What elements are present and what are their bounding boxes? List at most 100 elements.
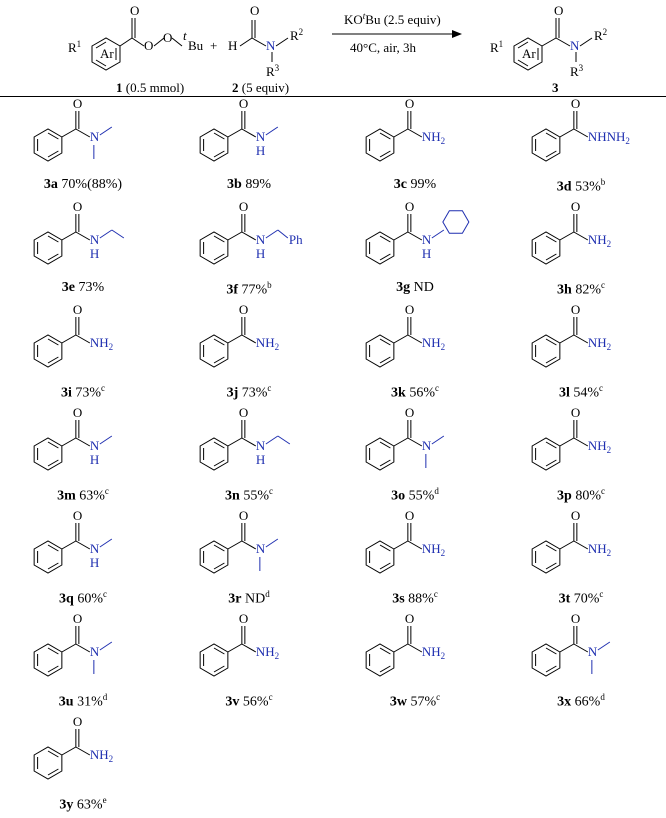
carbonyl-o: O xyxy=(405,406,414,420)
nitrogen-label: N xyxy=(422,232,432,247)
o-atom: O xyxy=(144,38,153,53)
compound-id: 3e xyxy=(61,280,76,295)
compound-id: 3t xyxy=(558,591,571,607)
structure-3b: ONH xyxy=(199,97,279,162)
carbonyl-o: O xyxy=(239,97,248,111)
compound-label: 3s 88%c xyxy=(332,589,498,608)
footnote-marker: c xyxy=(434,383,439,393)
compound-yield: 56% xyxy=(405,385,435,401)
carbonyl-o: O xyxy=(73,97,82,111)
structure-3u: ON xyxy=(33,612,113,677)
footnote-marker: c xyxy=(599,383,604,393)
nitrogen-label: N xyxy=(90,541,100,556)
amine-label: NH2 xyxy=(588,438,611,455)
compound-id: 3d xyxy=(556,179,572,195)
carbonyl-o: O xyxy=(239,406,248,420)
compound-label: 3i 73%c xyxy=(0,383,166,402)
compound-yield: ND xyxy=(241,591,266,607)
compound-id: 3y xyxy=(59,797,74,813)
r1-label: R1 xyxy=(68,39,81,55)
n-atom: N xyxy=(570,38,580,53)
compound-label: 3o 55%d xyxy=(332,486,498,505)
compound-yield: 73% xyxy=(71,385,102,401)
nitrogen-label: N xyxy=(90,232,100,247)
amine-label: NH2 xyxy=(422,129,445,146)
structure-3x: ON xyxy=(531,612,611,677)
compound-yield: 57% xyxy=(406,694,437,710)
carbonyl-o: O xyxy=(73,715,82,729)
carbonyl-o: O xyxy=(239,303,248,317)
phenyl-label: Ph xyxy=(289,232,303,247)
footnote-marker: c xyxy=(101,383,106,393)
r2-label: R2 xyxy=(594,27,607,43)
compound-yield: 73% xyxy=(238,385,268,401)
compound-label: 3b 89% xyxy=(166,177,332,193)
compound-id: 3q xyxy=(59,591,74,607)
compound-id: 3h xyxy=(557,282,572,298)
o-atom: O xyxy=(554,3,563,18)
h-atom: H xyxy=(228,38,237,53)
compound-yield: 56% xyxy=(239,694,269,710)
compound-label: 3q 60%c xyxy=(0,589,166,608)
nitrogen-label: N xyxy=(256,541,266,556)
compound-label: 3r NDd xyxy=(166,589,332,608)
nitrogen-label: N xyxy=(422,438,432,453)
compound-3o: O N 3o 55%d xyxy=(332,406,498,509)
carbonyl-o: O xyxy=(405,509,414,523)
nitrogen-label: N xyxy=(256,438,266,453)
substrate-1-caption: 1 (0.5 mmol) xyxy=(116,80,184,95)
carbonyl-o: O xyxy=(73,303,82,317)
compound-id: 3a xyxy=(43,177,58,192)
compound-label: 3n 55%c xyxy=(166,486,332,505)
amine-label: NH2 xyxy=(422,644,445,661)
product-caption: 3 xyxy=(552,80,559,95)
compound-label: 3v 56%c xyxy=(166,692,332,711)
footnote-marker: c xyxy=(268,692,273,702)
carbonyl-o: O xyxy=(405,97,414,111)
reaction-scheme: O O O t Bu Ar R1 + H O N R2 R3 KOtBu (2.… xyxy=(68,3,607,95)
carbonyl-o: O xyxy=(571,509,580,523)
nh-h-label: H xyxy=(90,555,99,570)
compound-id: 3n xyxy=(225,488,240,504)
nitrogen-label: N xyxy=(90,438,100,453)
compound-yield: 63% xyxy=(73,797,103,813)
amine-label: NH2 xyxy=(90,747,113,764)
nitrogen-label: N xyxy=(90,644,100,659)
footnote-marker: b xyxy=(600,177,606,187)
r1-label: R1 xyxy=(490,39,503,55)
carbonyl-o: O xyxy=(73,200,82,214)
footnote-marker: d xyxy=(265,589,270,599)
compound-id: 3i xyxy=(60,385,72,401)
compound-yield: 70% xyxy=(570,591,600,607)
nh-h-label: H xyxy=(90,246,99,261)
carbonyl-o: O xyxy=(239,612,248,626)
compound-yield: 55% xyxy=(239,488,269,504)
amine-label: NH2 xyxy=(588,335,611,352)
compound-id: 3m xyxy=(57,488,76,504)
carbonyl-o: O xyxy=(73,612,82,626)
compound-yield: 77% xyxy=(238,282,268,298)
conditions-label: 40°C, air, 3h xyxy=(350,40,417,55)
compound-id: 3c xyxy=(393,177,408,192)
structure-3g: ONH xyxy=(365,200,470,265)
compound-id: 3f xyxy=(226,282,238,298)
footnote-marker: c xyxy=(600,280,605,290)
